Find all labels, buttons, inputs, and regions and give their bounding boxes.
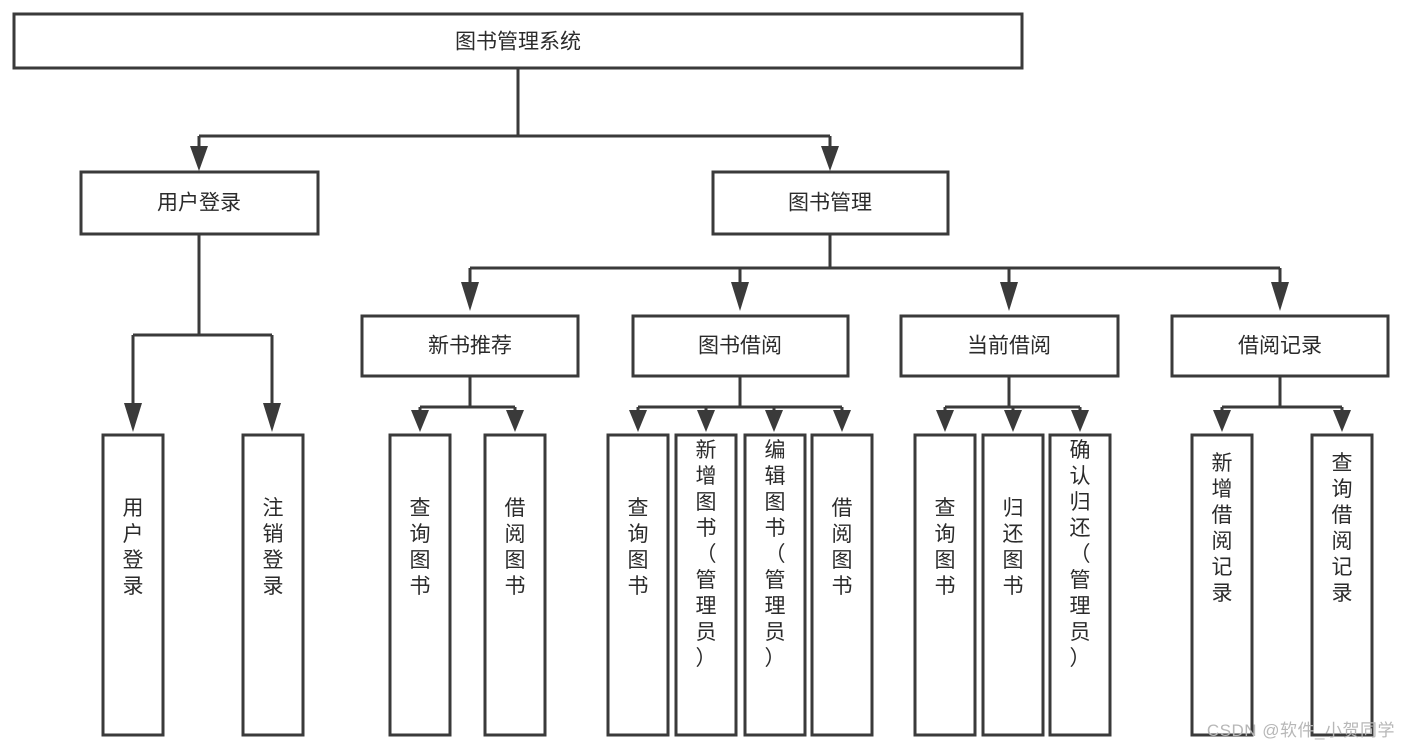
leaf-label: 注销登录	[263, 497, 284, 598]
leaf-box[interactable]	[606, 433, 670, 737]
leaf-box[interactable]	[1190, 433, 1254, 737]
leaf-records-query[interactable]: 查询借阅记录	[1310, 433, 1374, 737]
leaf-box[interactable]	[388, 433, 452, 737]
arrow-user-login-leaf-1	[124, 403, 142, 432]
leaf-label: 确认归还（管理员）	[1070, 439, 1091, 670]
leaf-box[interactable]	[241, 433, 305, 737]
leaf-label: 查询图书	[935, 497, 956, 598]
borrow-records-box[interactable]	[1170, 314, 1390, 378]
node-book-borrow[interactable]: 图书借阅	[631, 314, 850, 378]
root-box[interactable]	[12, 12, 1024, 70]
book-borrow-box[interactable]	[631, 314, 850, 378]
leaf-box[interactable]	[101, 433, 165, 737]
leaf-borrow-borrow[interactable]: 借阅图书	[810, 433, 874, 737]
leaf-box[interactable]	[743, 433, 807, 737]
new-book-recommend-box[interactable]	[360, 314, 580, 378]
connector-layer	[124, 68, 1351, 432]
leaf-box[interactable]	[1048, 433, 1112, 737]
current-borrow-label: 当前借阅	[967, 335, 1051, 358]
node-root-system[interactable]: 图书管理系统	[12, 12, 1024, 70]
leaf-borrow-edit-admin[interactable]: 编辑图书（管理员）	[743, 433, 807, 737]
arrow-root-to-book-mgmt	[821, 146, 839, 171]
arrow-current-leaf-3	[1071, 410, 1089, 432]
leaf-box[interactable]	[913, 433, 977, 737]
node-user-login[interactable]: 用户登录	[79, 170, 320, 236]
arrow-book-mgmt-to-records	[1271, 282, 1289, 311]
leaf-box[interactable]	[1310, 433, 1374, 737]
arrow-records-leaf-1	[1213, 410, 1231, 432]
node-new-book-recommend[interactable]: 新书推荐	[360, 314, 580, 378]
leaf-label: 查询借阅记录	[1332, 452, 1353, 605]
leaf-borrow-add-admin[interactable]: 新增图书（管理员）	[674, 433, 738, 737]
arrow-borrow-leaf-2	[697, 410, 715, 432]
leaf-box[interactable]	[810, 433, 874, 737]
leaf-user-login-logout[interactable]: 注销登录	[241, 433, 305, 737]
new-book-recommend-label: 新书推荐	[428, 335, 512, 358]
leaf-box[interactable]	[674, 433, 738, 737]
arrow-book-mgmt-to-borrow	[731, 282, 749, 311]
node-current-borrow[interactable]: 当前借阅	[899, 314, 1120, 378]
book-management-label: 图书管理	[788, 192, 872, 215]
book-management-box[interactable]	[711, 170, 950, 236]
leaf-label: 新增图书（管理员）	[696, 439, 717, 670]
user-login-box[interactable]	[79, 170, 320, 236]
current-borrow-box[interactable]	[899, 314, 1120, 378]
leaf-label: 编辑图书（管理员）	[765, 439, 786, 670]
leaf-user-login-login[interactable]: 用户登录	[101, 433, 165, 737]
leaf-label: 新增借阅记录	[1212, 452, 1233, 605]
arrow-book-mgmt-to-current	[1000, 282, 1018, 311]
leaf-label: 查询图书	[410, 497, 431, 598]
leaf-label: 用户登录	[123, 497, 144, 598]
leaf-box[interactable]	[981, 433, 1045, 737]
book-borrow-label: 图书借阅	[698, 335, 782, 358]
arrow-root-to-user-login	[190, 146, 208, 171]
leaf-current-query[interactable]: 查询图书	[913, 433, 977, 737]
leaf-new-books-query[interactable]: 查询图书	[388, 433, 452, 737]
watermark-text: CSDN @软件_小贺同学	[1206, 721, 1395, 740]
arrow-current-leaf-2	[1004, 410, 1022, 432]
arrow-book-mgmt-to-new-books	[461, 282, 479, 311]
leaf-label: 查询图书	[628, 497, 649, 598]
leaf-current-return[interactable]: 归还图书	[981, 433, 1045, 737]
arrow-borrow-leaf-1	[629, 410, 647, 432]
arrow-borrow-leaf-4	[833, 410, 851, 432]
leaf-new-books-borrow[interactable]: 借阅图书	[483, 433, 547, 737]
arrow-records-leaf-2	[1333, 410, 1351, 432]
arrow-borrow-leaf-3	[765, 410, 783, 432]
root-label: 图书管理系统	[455, 31, 581, 54]
node-borrow-records[interactable]: 借阅记录	[1170, 314, 1390, 378]
arrow-user-login-leaf-2	[263, 403, 281, 432]
node-book-management[interactable]: 图书管理	[711, 170, 950, 236]
user-login-label: 用户登录	[157, 192, 241, 215]
arrow-new-books-leaf-2	[506, 410, 524, 432]
leaf-borrow-query[interactable]: 查询图书	[606, 433, 670, 737]
leaf-box[interactable]	[483, 433, 547, 737]
leaf-label: 归还图书	[1003, 497, 1024, 598]
leaf-label: 借阅图书	[832, 497, 853, 598]
leaf-current-confirm-return-admin[interactable]: 确认归还（管理员）	[1048, 433, 1112, 737]
arrow-current-leaf-1	[936, 410, 954, 432]
leaf-label: 借阅图书	[505, 497, 526, 598]
arrow-new-books-leaf-1	[411, 410, 429, 432]
borrow-records-label: 借阅记录	[1238, 335, 1322, 358]
leaf-records-add[interactable]: 新增借阅记录	[1190, 433, 1254, 737]
